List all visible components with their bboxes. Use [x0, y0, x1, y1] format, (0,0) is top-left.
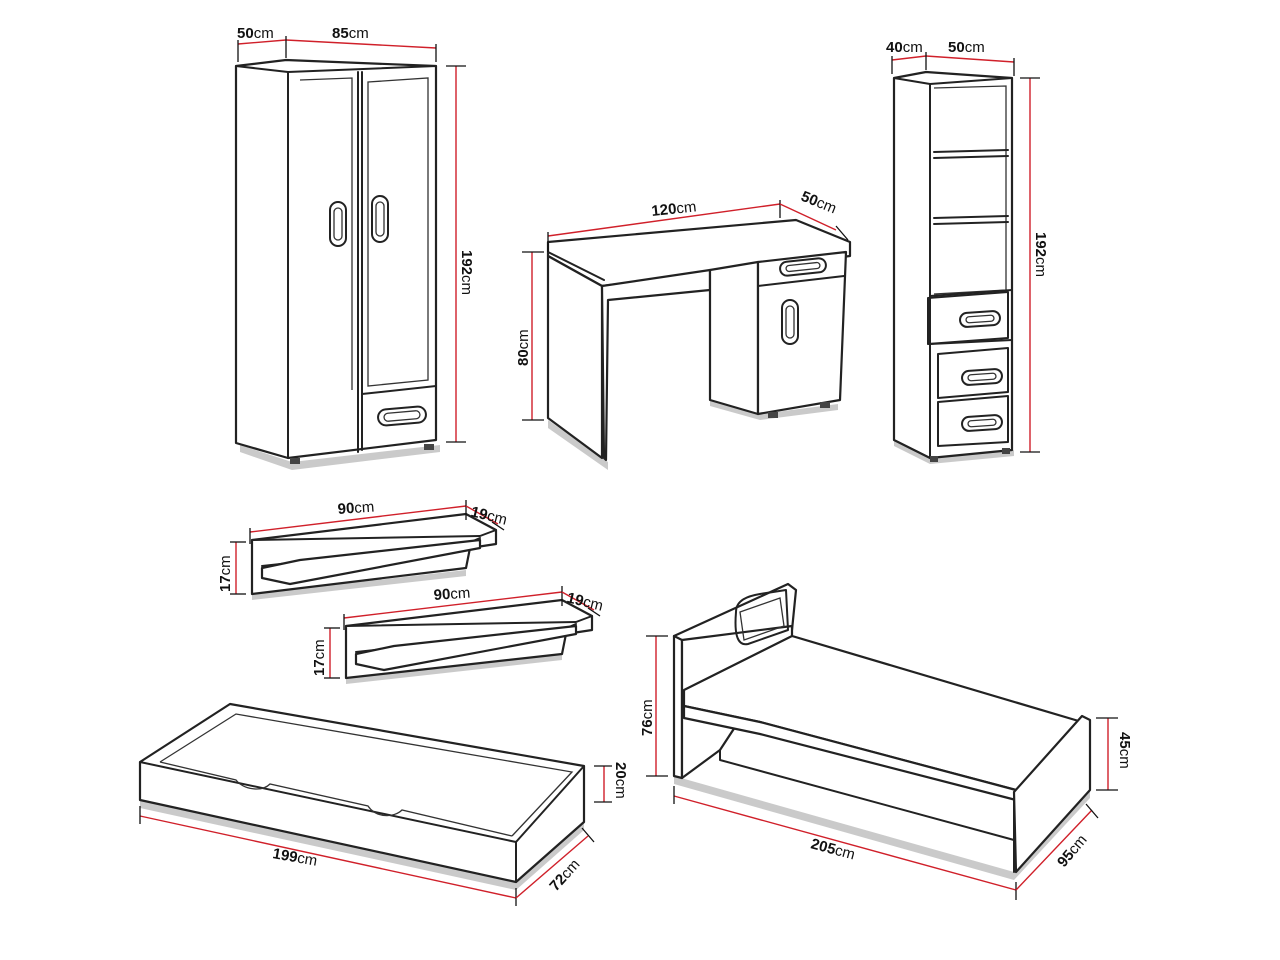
desk-width-value: 120	[651, 200, 678, 220]
shelf-bottom-depth-value: 19	[565, 589, 585, 610]
svg-text:72cm: 72cm	[546, 856, 583, 895]
desk-dimensions: 120cm 50cm 80cm	[515, 188, 849, 421]
shelf-bottom-width-value: 90	[433, 586, 451, 604]
shelf-top-width-unit: cm	[354, 498, 375, 516]
svg-text:19cm: 19cm	[469, 503, 509, 528]
bed-length-value: 205	[809, 835, 838, 858]
desk-depth-value: 50	[799, 188, 821, 210]
shelf-top-width-value: 90	[337, 500, 355, 518]
svg-text:19cm: 19cm	[565, 589, 605, 614]
wardrobe-height-value: 192	[458, 250, 475, 275]
wardrobe-height-unit: cm	[458, 275, 475, 295]
shelf-top-depth-value: 19	[469, 503, 489, 524]
svg-text:90cm: 90cm	[337, 498, 375, 518]
desk	[546, 218, 852, 470]
svg-text:20cm: 20cm	[612, 762, 629, 799]
bookcase-height-value: 192	[1032, 232, 1049, 257]
bookcase-width-value: 50	[948, 39, 965, 56]
wardrobe-depth-value: 50	[237, 25, 254, 42]
svg-text:205cm: 205cm	[809, 835, 857, 863]
bed-dimensions: 205cm 95cm 76cm 45cm	[639, 635, 1133, 900]
shelf-bottom-width-unit: cm	[450, 584, 471, 602]
bookcase-height-unit: cm	[1032, 257, 1049, 277]
svg-text:76cm: 76cm	[639, 699, 656, 736]
shelf-bottom-dimensions: 90cm 19cm 17cm	[311, 584, 605, 679]
svg-text:17cm: 17cm	[217, 555, 234, 592]
svg-text:17cm: 17cm	[311, 639, 328, 676]
svg-text:50cm: 50cm	[237, 25, 274, 42]
shelf-top	[250, 512, 498, 600]
trundle-drawer-dimensions: 199cm 72cm 20cm	[139, 762, 629, 906]
desk-width-unit: cm	[676, 198, 698, 217]
shelf-bottom-height-unit: cm	[311, 639, 328, 659]
bed	[672, 582, 1092, 880]
svg-text:80cm: 80cm	[515, 329, 532, 366]
shelf-top-depth-unit: cm	[485, 507, 509, 528]
svg-text:50cm: 50cm	[948, 39, 985, 56]
wardrobe	[234, 58, 440, 470]
bed-footboard-height-value: 45	[1116, 732, 1133, 749]
bookcase-width-unit: cm	[965, 39, 985, 56]
wardrobe-width-unit: cm	[349, 25, 369, 42]
wardrobe-dimensions: 50cm 85cm 192cm	[237, 25, 475, 443]
desk-height-unit: cm	[515, 329, 532, 349]
bed-footboard-height-unit: cm	[1116, 749, 1133, 769]
wardrobe-depth-unit: cm	[254, 25, 274, 42]
bookcase-depth-unit: cm	[903, 39, 923, 56]
shelf-top-height-unit: cm	[217, 555, 234, 575]
trundle-drawer	[138, 702, 586, 890]
bed-headboard-height-unit: cm	[639, 699, 656, 719]
svg-text:85cm: 85cm	[332, 25, 369, 42]
svg-text:192cm: 192cm	[458, 250, 475, 295]
trundle-height-value: 20	[612, 762, 629, 779]
svg-text:95cm: 95cm	[1054, 832, 1091, 871]
bed-headboard-height-value: 76	[639, 719, 656, 736]
trundle-height-unit: cm	[612, 779, 629, 799]
svg-text:120cm: 120cm	[651, 198, 698, 220]
shelf-bottom	[344, 598, 594, 684]
trundle-length-unit: cm	[296, 850, 319, 870]
shelf-bottom-height-value: 17	[311, 659, 328, 676]
bookcase-dimensions: 40cm 50cm 192cm	[886, 39, 1049, 453]
svg-text:50cm: 50cm	[799, 188, 839, 218]
bookcase	[892, 70, 1014, 464]
shelf-top-height-value: 17	[217, 575, 234, 592]
desk-depth-unit: cm	[814, 194, 839, 217]
wardrobe-width-value: 85	[332, 25, 349, 42]
trundle-length-value: 199	[271, 845, 299, 866]
bookcase-depth-value: 40	[886, 39, 903, 56]
shelf-bottom-depth-unit: cm	[581, 593, 605, 614]
shelf-top-dimensions: 90cm 19cm 17cm	[217, 498, 509, 595]
svg-text:192cm: 192cm	[1032, 232, 1049, 277]
desk-height-value: 80	[515, 349, 532, 366]
bed-length-unit: cm	[833, 842, 857, 864]
svg-text:90cm: 90cm	[433, 584, 471, 604]
svg-text:199cm: 199cm	[271, 845, 318, 870]
svg-text:45cm: 45cm	[1116, 732, 1133, 769]
svg-text:40cm: 40cm	[886, 39, 923, 56]
